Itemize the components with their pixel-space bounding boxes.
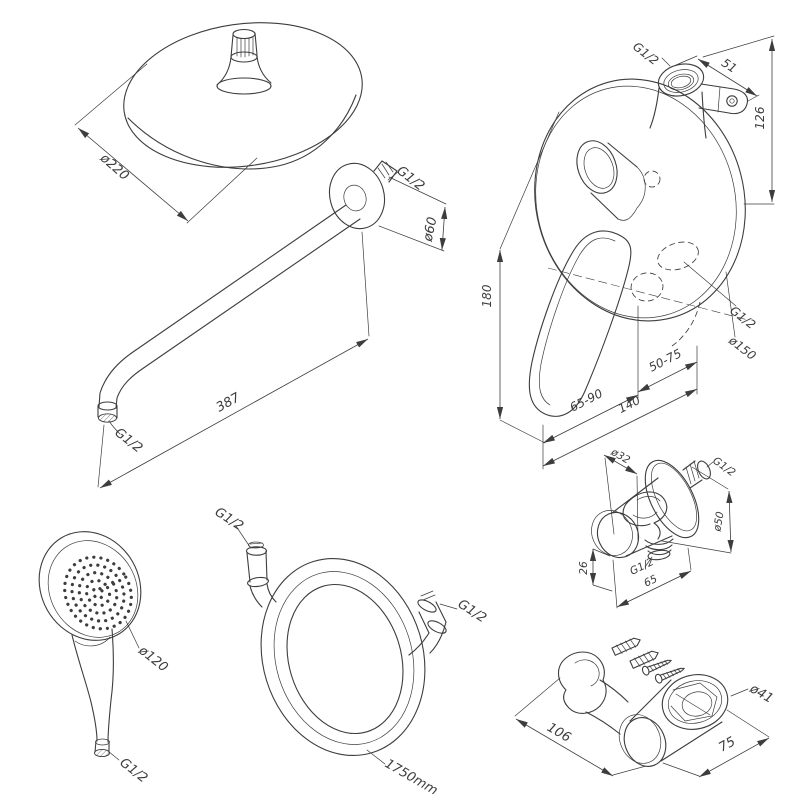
arm-flange	[328, 162, 386, 230]
disc-stem	[216, 28, 272, 95]
outlet-bottom-offset-label: 26	[578, 561, 590, 575]
wall-plug	[629, 650, 659, 669]
outlet-hook	[622, 491, 668, 540]
screw	[654, 667, 685, 684]
holder-depth-label: 75	[716, 734, 738, 755]
hose-coil-inner	[286, 583, 404, 735]
mixer-hidden-details	[547, 170, 749, 347]
outlet-flange-diameter-label: ø50	[711, 510, 726, 533]
mixer-port-width-label: 51	[719, 56, 739, 76]
mixer-trim-plate	[534, 78, 746, 322]
holder-body	[557, 651, 729, 767]
outlet-flange	[644, 459, 700, 539]
wall-holder: 106 75 ø41	[514, 637, 776, 778]
hose-coil-outer	[260, 558, 426, 756]
mixer-body-height-label: 180	[480, 284, 494, 307]
mixer-upper-height-label: 126	[753, 106, 767, 129]
arm-wall-thread-stub	[373, 160, 398, 183]
screw	[641, 659, 672, 676]
handshower-face	[38, 531, 142, 641]
handshower-handle	[71, 628, 114, 758]
hose-right-fitting	[408, 590, 447, 656]
mixer-diverter-knob	[576, 140, 646, 221]
outlet-body	[611, 477, 673, 557]
arm-flange-diameter-label: ø60	[420, 216, 440, 244]
outlet-bottom-stub	[644, 538, 674, 561]
shower-disc	[123, 22, 363, 168]
overhead-shower: ø220	[74, 22, 363, 224]
handshower-nozzles	[63, 555, 133, 631]
wall-plug	[611, 637, 641, 656]
outlet-wall-stub	[682, 460, 711, 489]
outlet-length-label: 65	[642, 573, 660, 590]
